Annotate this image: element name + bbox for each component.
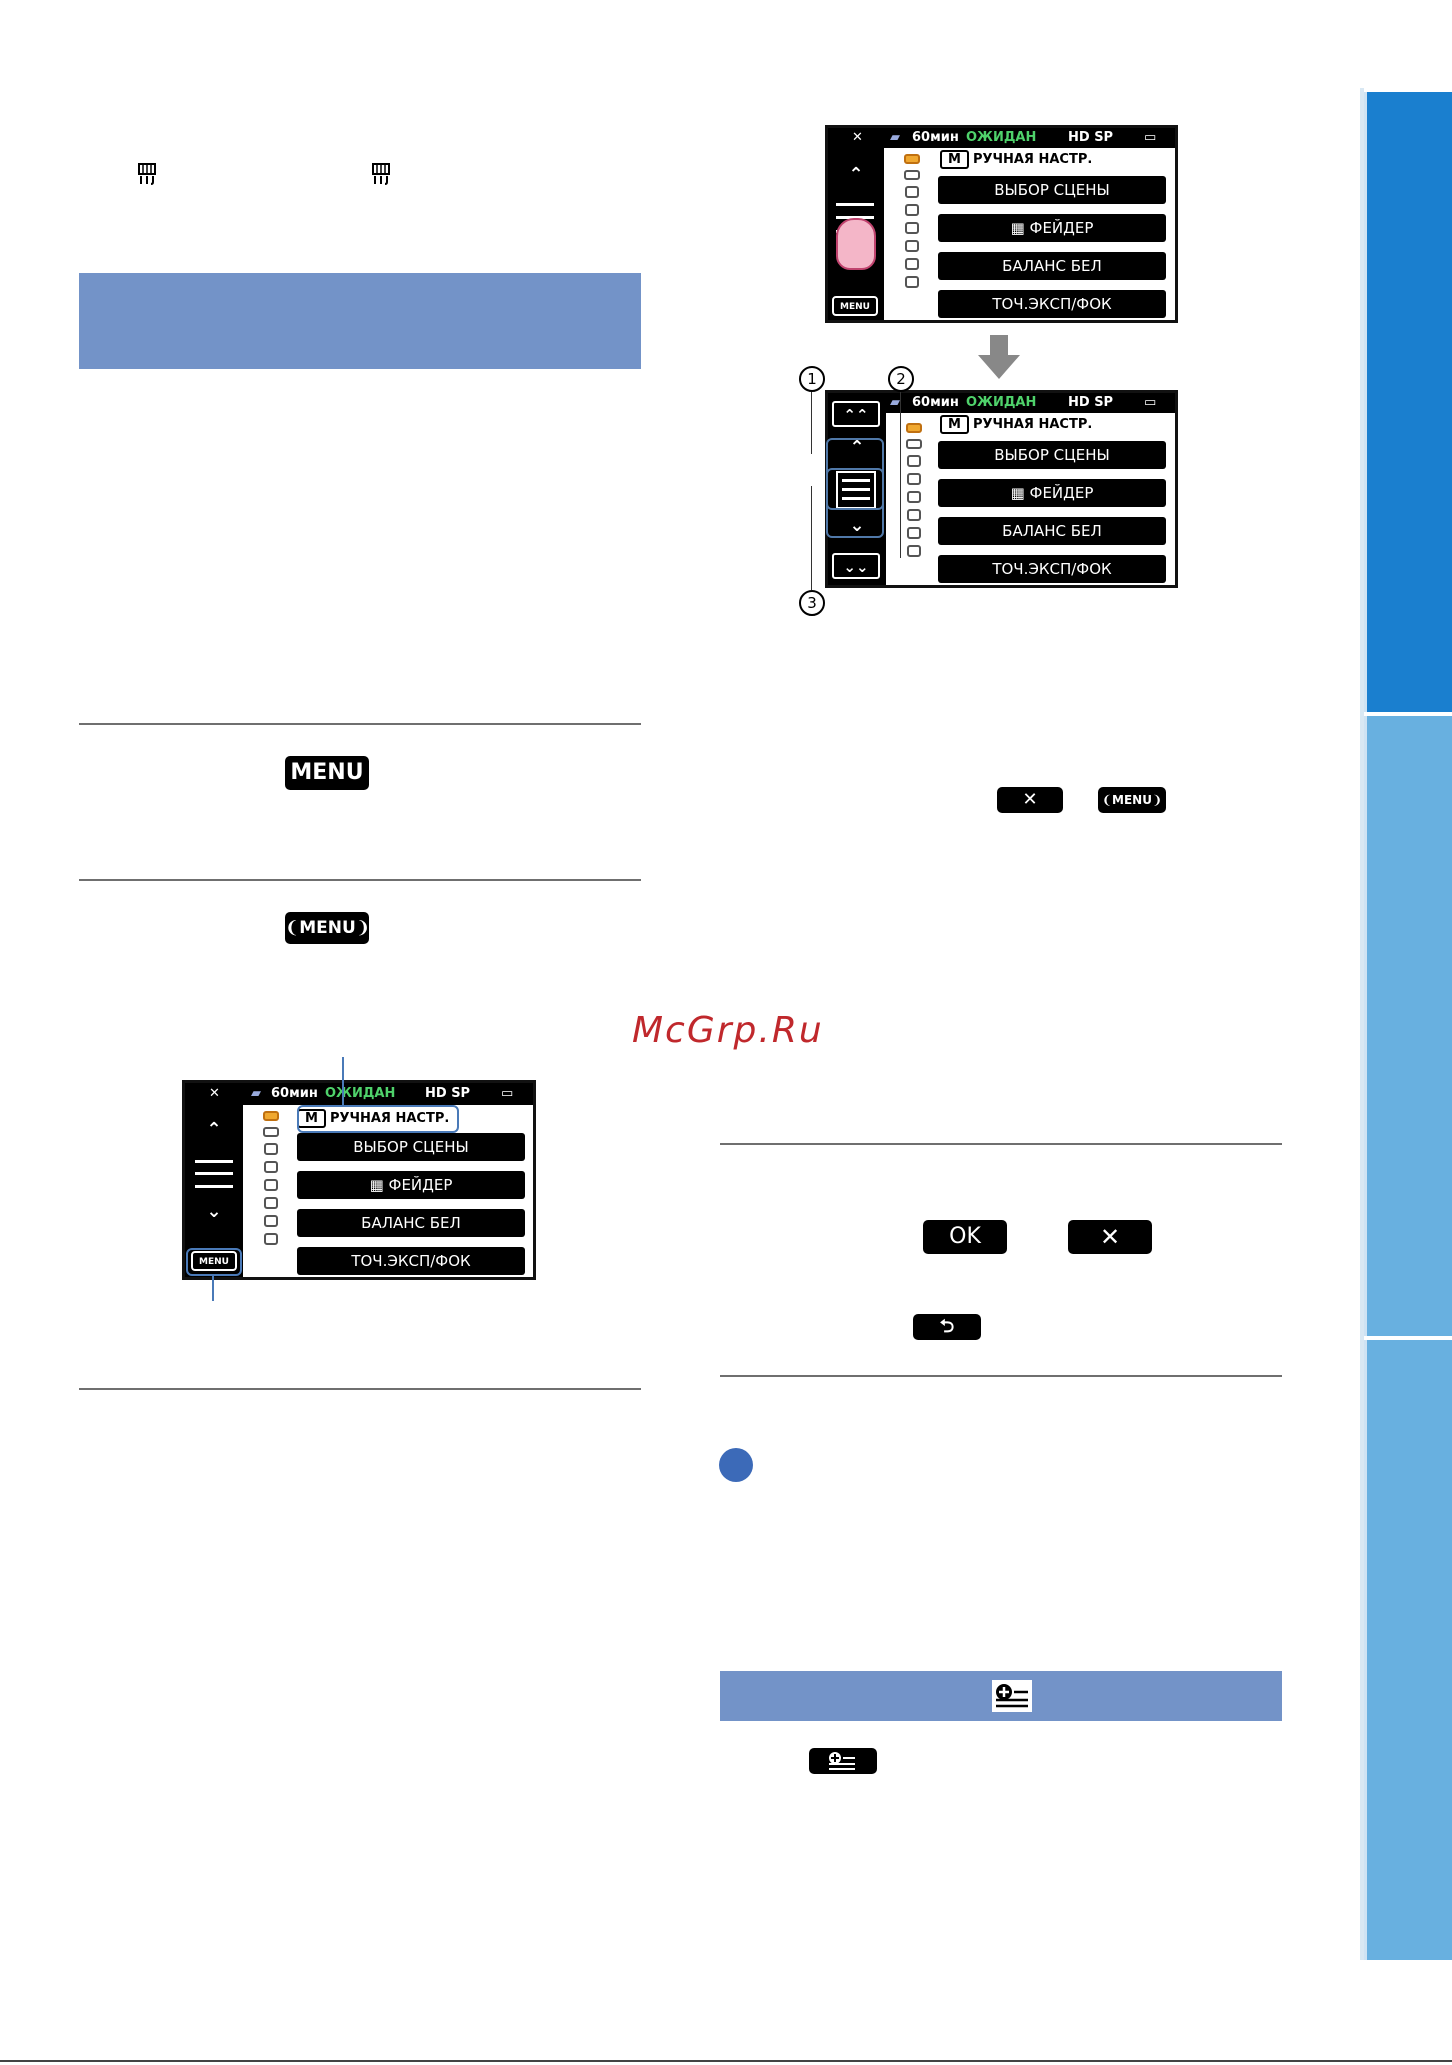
ok-button[interactable]: OK <box>923 1220 1007 1254</box>
status-bar: ▰ 60мин ОЖИДАН HD SP ▭ <box>828 393 1175 413</box>
scroll-down-icon[interactable]: ⌄ <box>849 515 865 536</box>
film-icon <box>372 163 390 185</box>
divider <box>79 723 641 725</box>
scroll-up-icon[interactable]: ⌃ <box>848 164 864 185</box>
bracket-right-icon: ❩ <box>355 918 371 938</box>
callout-number-1: 1 <box>799 366 825 392</box>
menu-return-label: MENU <box>299 918 356 938</box>
scroll-down-icon[interactable]: ⌄ <box>206 1201 222 1222</box>
menu-mini-button[interactable]: MENU <box>832 296 878 316</box>
film-icon <box>138 163 156 185</box>
hand-pointer-icon <box>836 218 876 270</box>
page-down-icon[interactable]: ⌄⌄ <box>832 553 880 579</box>
menu-item-wb[interactable]: БАЛАНС БЕЛ <box>297 1209 525 1237</box>
section-header-band <box>720 1671 1282 1721</box>
menu-button[interactable]: MENU <box>285 756 369 790</box>
return-arrow-icon: ⮌ <box>939 1316 955 1337</box>
category-icons <box>902 154 922 288</box>
bracket-left-icon: ❨ <box>1101 793 1113 807</box>
menu-item-spot[interactable]: ТОЧ.ЭКСП/ФОК <box>297 1247 525 1275</box>
divider <box>79 879 641 881</box>
battery-icon: ▰ <box>890 395 900 410</box>
scroll-bar-icon[interactable] <box>195 1160 233 1188</box>
status-text: ОЖИДАН <box>966 395 1037 410</box>
quality-label: HD SP <box>1068 130 1114 145</box>
section-header-band <box>79 273 641 369</box>
media-icon: ▭ <box>1144 395 1157 410</box>
menu-item-fader[interactable]: ▦ ФЕЙДЕР <box>297 1171 525 1199</box>
menu-item-scene[interactable]: ВЫБОР СЦЕНЫ <box>938 441 1166 469</box>
callout-line <box>212 1276 214 1301</box>
callout-number-3: 3 <box>799 590 825 616</box>
battery-time: 60мин <box>912 395 959 410</box>
media-icon: ▭ <box>1144 130 1157 145</box>
callout-category <box>297 1105 459 1133</box>
status-bar: ✕ ▰ 60мин ОЖИДАН HD SP ▭ <box>828 128 1175 148</box>
side-tab-middle[interactable] <box>1363 716 1452 1336</box>
menu-item-spot[interactable]: ТОЧ.ЭКСП/ФОК <box>938 290 1166 318</box>
close-button[interactable]: ✕ <box>1068 1220 1152 1254</box>
menu-item-spot[interactable]: ТОЧ.ЭКСП/ФОК <box>938 555 1166 583</box>
callout-line <box>811 392 812 454</box>
divider <box>720 1375 1282 1377</box>
status-bar: ✕ ▰ 60мин ОЖИДАН HD SP ▭ <box>185 1083 533 1105</box>
menu-return-button[interactable]: ❨MENU❩ <box>1098 787 1166 813</box>
quality-label: HD SP <box>1068 395 1114 410</box>
battery-time: 60мин <box>912 130 959 145</box>
bracket-right-icon: ❩ <box>1151 793 1163 807</box>
scroll-panel: ⌃ MENU <box>828 148 884 320</box>
fader-icon: ▦ <box>1010 484 1030 502</box>
close-button[interactable]: ✕ <box>997 787 1063 813</box>
page-up-icon[interactable]: ⌃⌃ <box>832 401 880 427</box>
menu-mini-button[interactable]: MENU <box>191 1251 237 1271</box>
watermark: McGrp.Ru <box>632 1010 824 1051</box>
status-text: ОЖИДАН <box>966 130 1037 145</box>
battery-time: 60мин <box>271 1086 318 1101</box>
menu-item-fader[interactable]: ▦ ФЕЙДЕР <box>938 214 1166 242</box>
note-icon <box>719 1448 753 1482</box>
callout-menu <box>186 1248 242 1276</box>
fader-icon: ▦ <box>1010 219 1030 237</box>
footer-rule <box>0 2060 1452 2062</box>
divider <box>79 1388 641 1390</box>
side-tab-bottom[interactable] <box>1363 1340 1452 1960</box>
scroll-panel: ⌃⌃ ⌃ ⌄ ⌄⌄ <box>828 393 886 585</box>
menu-item-scene[interactable]: ВЫБОР СЦЕНЫ <box>297 1133 525 1161</box>
side-tab-top[interactable] <box>1363 92 1452 712</box>
scroll-up-icon[interactable]: ⌃ <box>206 1119 222 1140</box>
menu-item-wb[interactable]: БАЛАНС БЕЛ <box>938 252 1166 280</box>
menu-return-button[interactable]: ❨MENU❩ <box>285 912 371 944</box>
tab-shadow <box>1360 88 1364 1960</box>
fader-icon: ▦ <box>369 1176 389 1194</box>
menu-item-wb[interactable]: БАЛАНС БЕЛ <box>938 517 1166 545</box>
menu-item-scene[interactable]: ВЫБОР СЦЕНЫ <box>938 176 1166 204</box>
bracket-left-icon: ❨ <box>285 918 300 938</box>
divider <box>720 1143 1282 1145</box>
callout-line <box>900 392 901 558</box>
close-button[interactable]: ✕ <box>852 130 863 145</box>
callout-scroll-bar <box>826 468 884 510</box>
option-button[interactable] <box>809 1748 877 1774</box>
scroll-up-icon[interactable]: ⌃ <box>849 437 865 458</box>
callout-line <box>811 486 812 590</box>
menu-return-label: MENU <box>1112 793 1152 807</box>
arrow-down-icon <box>978 335 1020 379</box>
option-menu-icon <box>829 1752 855 1770</box>
option-menu-icon <box>992 1680 1032 1712</box>
battery-icon: ▰ <box>890 130 900 145</box>
category-icons <box>261 1111 281 1245</box>
return-button[interactable]: ⮌ <box>913 1314 981 1340</box>
callout-line <box>342 1057 344 1105</box>
quality-label: HD SP <box>425 1086 471 1101</box>
category-icons <box>904 423 924 557</box>
menu-item-fader[interactable]: ▦ ФЕЙДЕР <box>938 479 1166 507</box>
battery-icon: ▰ <box>251 1086 261 1101</box>
callout-number-2: 2 <box>888 366 914 392</box>
media-icon: ▭ <box>501 1086 514 1101</box>
status-text: ОЖИДАН <box>325 1086 396 1101</box>
close-button[interactable]: ✕ <box>209 1086 220 1101</box>
